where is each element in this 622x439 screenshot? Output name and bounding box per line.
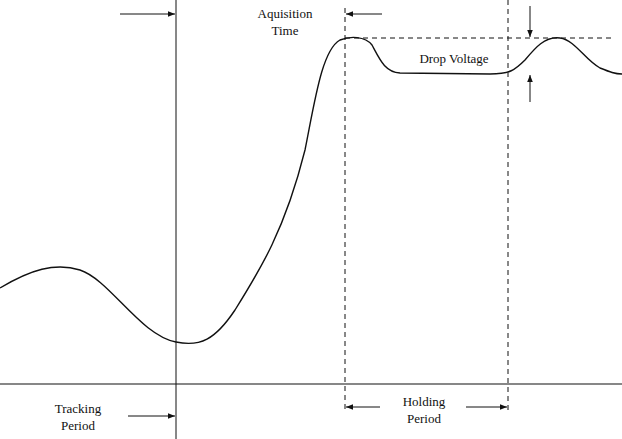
interval-label: Holding Period [386, 393, 462, 427]
dimension-arrow [530, 75, 531, 102]
boundary-dashed [508, 0, 509, 412]
time-axis [0, 383, 622, 384]
dimension-arrow [466, 407, 507, 408]
boundary-line [176, 0, 177, 439]
dimension-arrow [346, 407, 380, 408]
boundary-dashed [345, 8, 346, 412]
dimension-arrow [128, 416, 175, 417]
reference-line [345, 38, 612, 39]
dimension-arrow [530, 6, 531, 37]
signal-waveform [0, 37, 622, 343]
interval-label: Tracking Period [40, 400, 116, 434]
dimension-arrow [120, 14, 175, 15]
dimension-label: Drop Voltage [398, 50, 510, 67]
interval-label: Aquisition Time [245, 5, 325, 39]
dimension-arrow [346, 14, 382, 15]
